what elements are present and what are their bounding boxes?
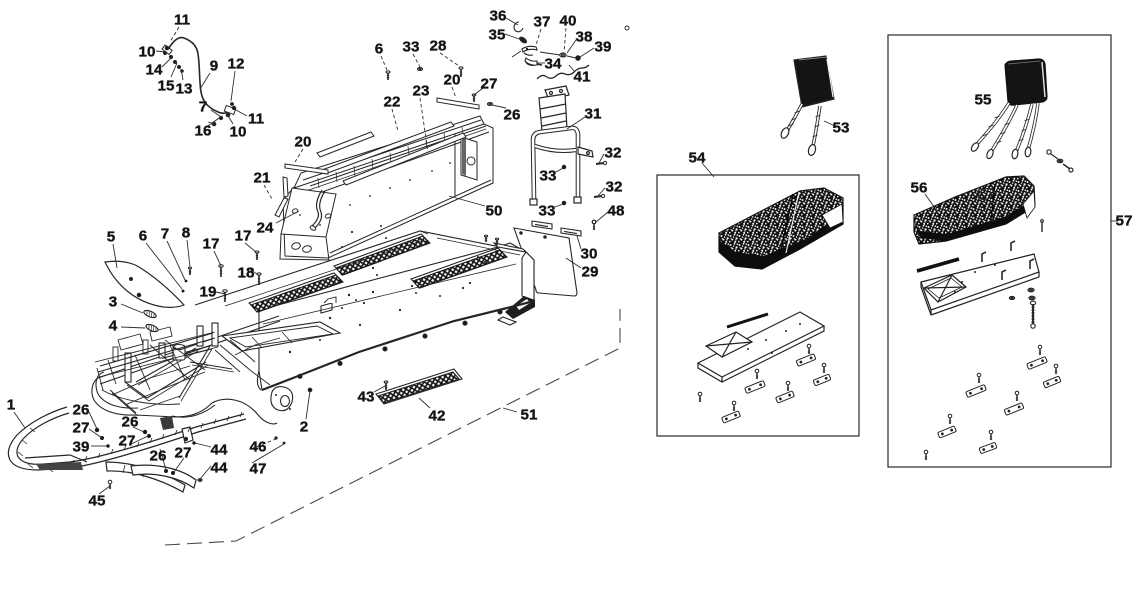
svg-text:17: 17 (235, 228, 252, 245)
svg-text:5: 5 (107, 229, 116, 246)
svg-text:48: 48 (608, 203, 625, 220)
svg-text:24: 24 (257, 220, 274, 237)
svg-text:6: 6 (375, 41, 383, 58)
svg-text:43: 43 (358, 389, 375, 406)
svg-text:57: 57 (1116, 213, 1133, 230)
svg-text:54: 54 (689, 150, 706, 167)
svg-text:53: 53 (833, 120, 850, 137)
svg-text:27: 27 (73, 420, 90, 437)
svg-text:20: 20 (295, 134, 312, 151)
svg-text:14: 14 (146, 62, 163, 79)
svg-text:9: 9 (210, 58, 218, 75)
svg-text:12: 12 (228, 56, 245, 73)
svg-text:19: 19 (200, 284, 217, 301)
svg-text:45: 45 (89, 493, 106, 510)
svg-text:17: 17 (203, 236, 220, 253)
svg-text:11: 11 (174, 12, 191, 29)
svg-text:55: 55 (975, 92, 992, 109)
svg-text:44: 44 (211, 442, 228, 459)
svg-text:8: 8 (182, 225, 190, 242)
svg-text:27: 27 (481, 76, 498, 93)
svg-text:56: 56 (911, 180, 928, 197)
svg-text:26: 26 (122, 414, 139, 431)
svg-text:22: 22 (384, 94, 401, 111)
svg-text:41: 41 (574, 69, 591, 86)
svg-text:38: 38 (576, 29, 593, 46)
svg-text:26: 26 (73, 402, 90, 419)
svg-text:35: 35 (489, 27, 506, 44)
svg-text:18: 18 (238, 265, 255, 282)
svg-text:47: 47 (250, 461, 267, 478)
svg-text:4: 4 (109, 318, 118, 335)
svg-text:37: 37 (534, 14, 551, 31)
svg-text:7: 7 (199, 99, 207, 116)
svg-text:26: 26 (150, 448, 167, 465)
svg-text:2: 2 (300, 419, 308, 436)
svg-text:29: 29 (582, 264, 599, 281)
svg-text:42: 42 (429, 408, 446, 425)
svg-text:28: 28 (430, 38, 447, 55)
svg-text:39: 39 (595, 39, 612, 56)
svg-text:23: 23 (413, 83, 430, 100)
svg-text:39: 39 (73, 439, 90, 456)
svg-text:32: 32 (605, 145, 622, 162)
svg-text:13: 13 (176, 81, 193, 98)
svg-text:36: 36 (490, 8, 507, 25)
svg-text:16: 16 (195, 123, 212, 140)
svg-text:34: 34 (545, 56, 562, 73)
svg-text:10: 10 (230, 124, 247, 141)
svg-text:27: 27 (175, 445, 192, 462)
svg-text:30: 30 (581, 246, 598, 263)
svg-text:10: 10 (139, 44, 156, 61)
svg-text:32: 32 (606, 179, 623, 196)
svg-text:33: 33 (540, 168, 557, 185)
svg-text:31: 31 (585, 106, 602, 123)
svg-text:51: 51 (521, 407, 538, 424)
svg-text:46: 46 (250, 439, 267, 456)
svg-text:11: 11 (248, 111, 265, 128)
svg-text:50: 50 (486, 203, 503, 220)
svg-text:27: 27 (119, 433, 136, 450)
svg-text:33: 33 (403, 39, 420, 56)
svg-text:26: 26 (504, 107, 521, 124)
svg-text:15: 15 (158, 78, 175, 95)
svg-text:7: 7 (161, 226, 169, 243)
svg-text:3: 3 (109, 294, 117, 311)
svg-text:20: 20 (444, 72, 461, 89)
svg-text:40: 40 (560, 13, 577, 30)
svg-text:44: 44 (211, 460, 228, 477)
svg-text:33: 33 (539, 203, 556, 220)
svg-text:21: 21 (254, 170, 271, 187)
svg-text:1: 1 (7, 397, 16, 414)
svg-text:6: 6 (139, 228, 147, 245)
